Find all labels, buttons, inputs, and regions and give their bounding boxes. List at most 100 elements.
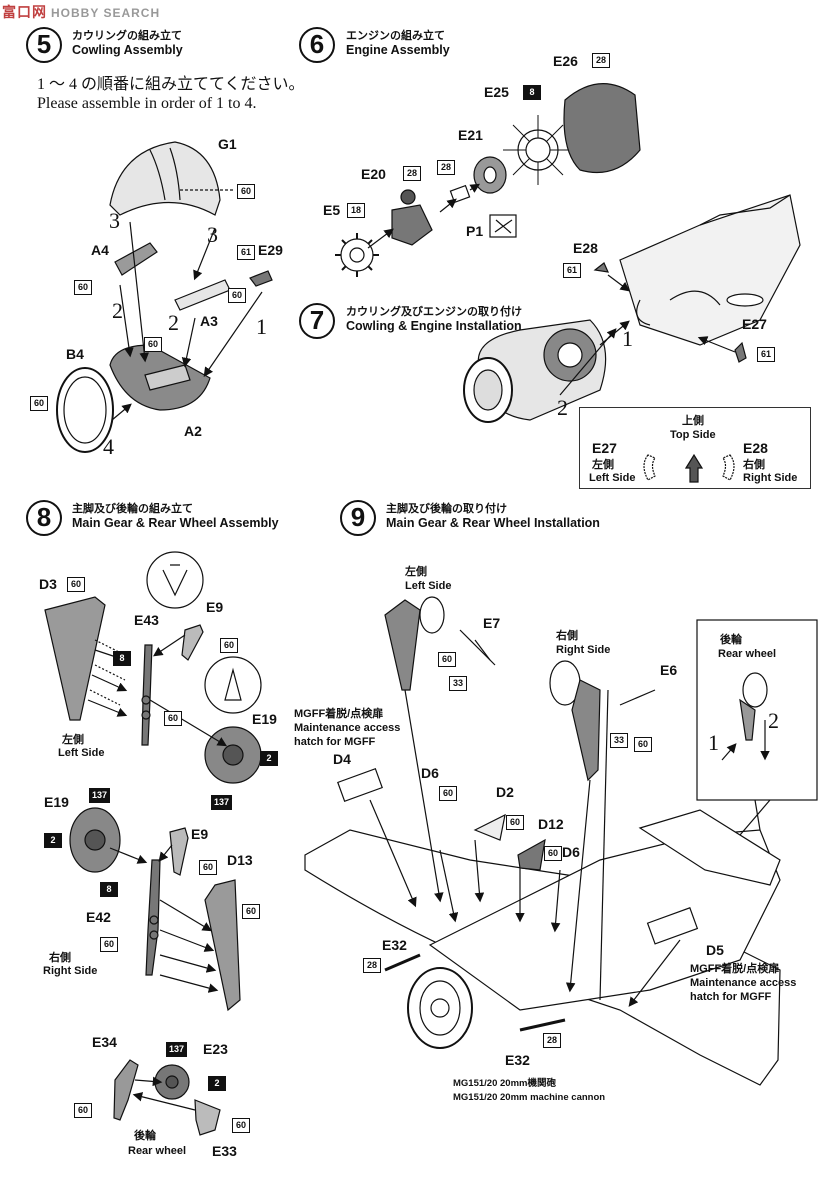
step-number-1: 1 [708,730,719,755]
color-code-8: 8 [100,882,118,897]
label-a4: A4 [91,242,109,258]
mgff-en-2: hatch for MGFF [294,736,376,748]
color-code-2: 2 [208,1076,226,1091]
step-number-3: 3 [109,208,120,233]
e43-strut [141,644,153,746]
e9-right-arm [169,827,189,876]
panel-left-part: E27 [592,440,617,456]
label-e32b: E32 [505,1052,530,1068]
label-e28: E28 [573,240,598,256]
label-a3: A3 [200,313,218,329]
step-number-2: 2 [112,298,123,323]
panel-left-jp: 左側 [592,459,614,471]
color-code-28: 28 [592,53,610,68]
color-code-137: 137 [89,788,111,803]
e27-flap [734,341,747,363]
color-code-60: 60 [506,815,524,830]
panel-left-en: Left Side [589,472,636,484]
a3-cowl-panel [174,279,231,311]
step-number-3: 3 [207,222,218,247]
color-code-60: 60 [74,1103,92,1118]
label-e9b: E9 [191,826,209,842]
color-code-61: 61 [757,347,775,362]
step-9-badge: 9 [340,500,376,536]
color-code-137: 137 [166,1042,188,1057]
color-code-28: 28 [437,160,455,175]
rear-wheel-en: Rear wheel [128,1145,187,1157]
color-code-61: 61 [563,263,581,278]
label-e27: E27 [742,316,767,332]
e20-gearbox [391,204,433,246]
step-5-instruction-jp: 1 ～ 4 の順番に組み立ててください。 [37,76,305,93]
step-8-title-en: Main Gear & Rear Wheel Assembly [72,516,279,530]
panel-top-jp: 上側 [682,415,704,427]
color-code-8: 8 [113,651,131,666]
step-number-4: 4 [103,434,114,459]
right-side-jp: 右側 [49,952,71,964]
a4-cowl-panel [114,242,158,276]
step-7-badge: 7 [299,303,335,339]
label-e42: E42 [86,909,111,925]
step-6-badge: 6 [299,27,335,63]
e28-flap [593,262,609,273]
detail-circle-top [146,551,204,609]
mgff-jp: MGFF着脱/点検扉 [294,708,384,720]
color-code-61: 61 [237,245,255,260]
color-code-60: 60 [100,937,118,952]
label-b4: B4 [66,346,84,362]
up-arrow-icon [684,453,704,483]
mgff-en-1: Maintenance access [294,722,401,734]
d2-part [473,813,506,841]
label-a2: A2 [184,423,202,439]
panel-top-en: Top Side [670,429,716,441]
left-side-jp: 左側 [62,734,84,746]
step9-rear-jp: 後輪 [720,634,742,646]
step-number-1: 1 [256,314,267,339]
panel-right-en: Right Side [743,472,798,484]
label-e7: E7 [483,615,501,631]
e26-engine [563,83,641,174]
fuselage-front [619,194,801,346]
label-e29: E29 [258,242,283,258]
color-code-28: 28 [543,1033,561,1048]
panel-right-jp: 右側 [743,459,765,471]
color-code-28: 28 [363,958,381,973]
label-d6: D6 [421,765,439,781]
label-d3: D3 [39,576,57,592]
step-8-title-jp: 主脚及び後輪の組み立て [72,502,193,515]
color-code-60: 60 [242,904,260,919]
label-e9: E9 [206,599,224,615]
color-code-60: 60 [634,737,652,752]
cannon-jp: MG151/20 20mm機関砲 [453,1078,556,1089]
color-code-60: 60 [67,577,85,592]
step-5-title-jp: カウリングの組み立て [72,29,182,42]
e34-tailstrut [113,1059,139,1121]
label-e5: E5 [323,202,341,218]
color-code-60: 60 [438,652,456,667]
step-8-badge: 8 [26,500,62,536]
label-e34: E34 [92,1034,117,1050]
label-e6: E6 [660,662,678,678]
step-5-title-en: Cowling Assembly [72,43,183,57]
color-code-33: 33 [449,676,467,691]
rear-wheel-frame [696,619,818,801]
color-code-60: 60 [439,786,457,801]
aircraft-tail [638,809,781,886]
color-code-8: 8 [523,85,541,100]
color-code-60: 60 [220,638,238,653]
color-code-2: 2 [44,833,62,848]
orientation-panel [579,407,811,489]
e32-gun-left [384,953,421,972]
e9-arm [181,624,204,661]
step-number-2: 2 [168,310,179,335]
label-g1: G1 [218,136,237,152]
e28-right-icon [722,454,735,481]
label-e21: E21 [458,127,483,143]
e32-gun-right [519,1018,566,1032]
step9-left-en: Left Side [405,580,452,592]
step-5-instruction-en: Please assemble in order of 1 to 4. [37,95,257,112]
step-7-title-en: Cowling & Engine Installation [346,319,522,333]
label-d12: D12 [538,816,564,832]
color-code-28: 28 [403,166,421,181]
